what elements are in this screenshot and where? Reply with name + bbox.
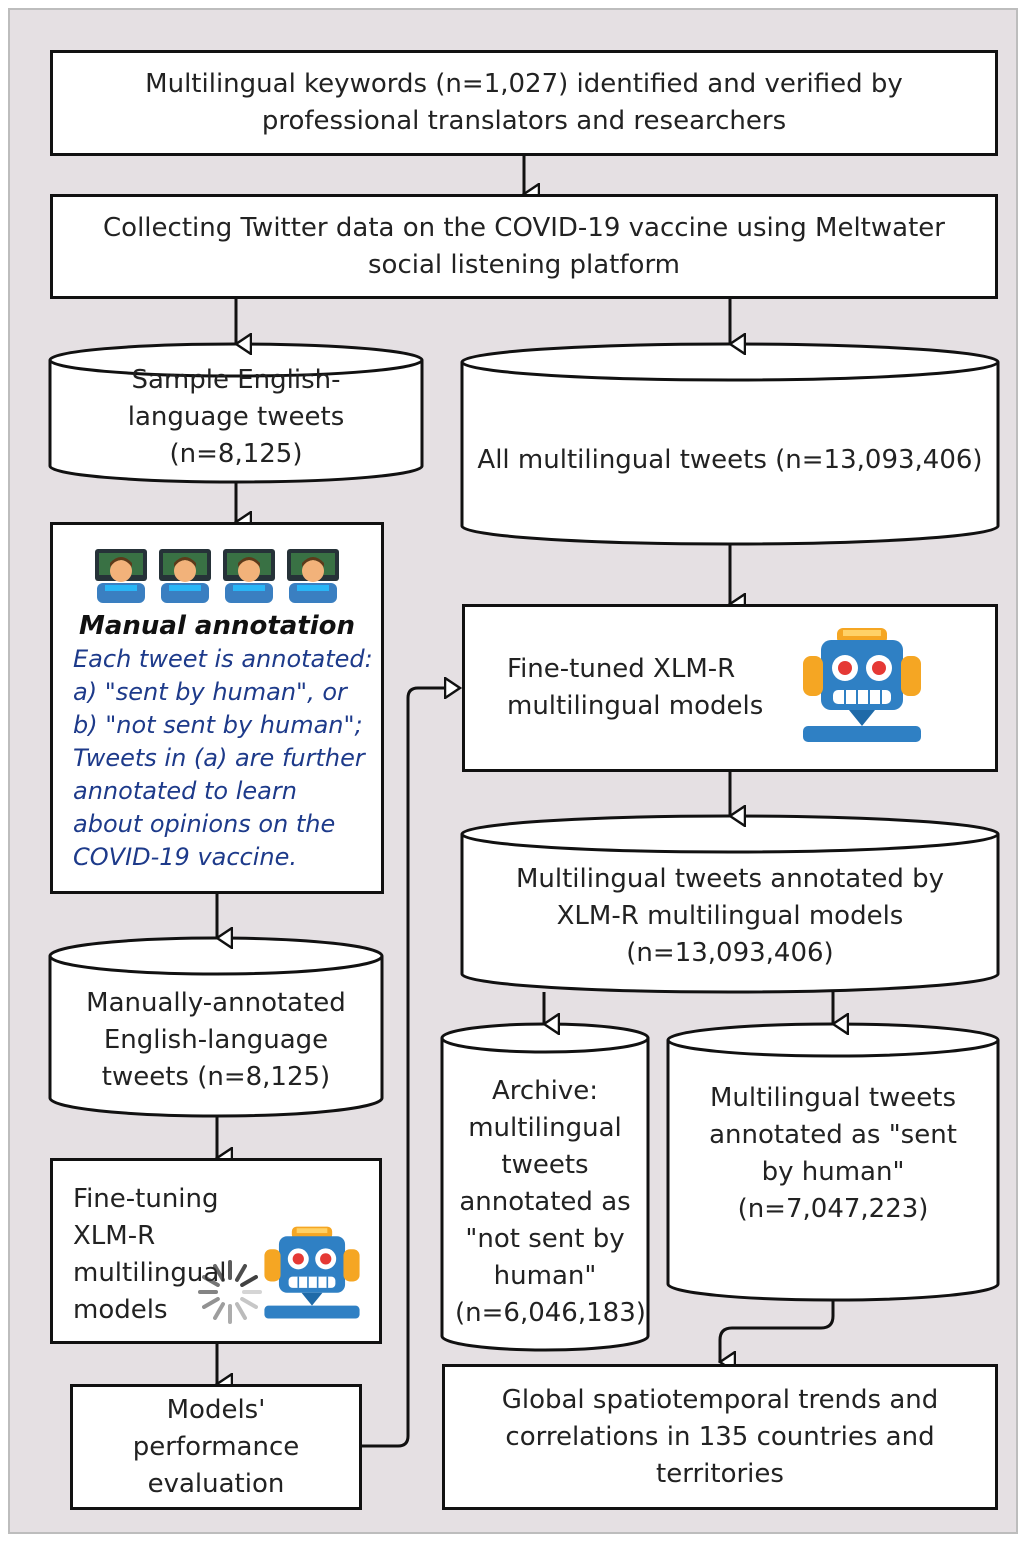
manually-annotated-cylinder-shape-rim xyxy=(48,955,384,976)
archive-cylinder: Archive: multilingual tweets annotated a… xyxy=(442,1062,648,1342)
connector-layer xyxy=(48,156,1000,1448)
all-multilingual-cylinder-shape-rim xyxy=(460,361,1000,382)
fine-tuned-text: Fine-tuned XLM-R multilingual models xyxy=(507,654,764,721)
spinner-tick xyxy=(213,1302,225,1320)
keywords-box: Multilingual keywords (n=1,027) identifi… xyxy=(50,50,998,156)
annotation-line: about opinions on the xyxy=(73,810,336,838)
annotation-line: Tweets in (a) are further xyxy=(73,744,365,772)
spinner-tick xyxy=(202,1297,220,1309)
technologist-icon xyxy=(223,549,275,603)
annotated-by-models-text: Multilingual tweets annotated by XLM-R m… xyxy=(515,863,945,968)
fine-tuning-text: Fine-tuning XLM-R multilingual models xyxy=(73,1184,227,1325)
keywords-text: Multilingual keywords (n=1,027) identifi… xyxy=(145,69,903,136)
performance-box: Models' performance evaluation xyxy=(70,1384,362,1510)
collecting-box: Collecting Twitter data on the COVID-19 … xyxy=(50,194,998,299)
archive-cylinder-shape xyxy=(440,1022,650,1352)
all-multilingual-cylinder: All multilingual tweets (n=13,093,406) xyxy=(462,382,998,538)
performance-text: Models' performance evaluation xyxy=(132,1394,300,1499)
all-multilingual-text: All multilingual tweets (n=13,093,406) xyxy=(477,444,983,475)
spinner-tick xyxy=(235,1264,247,1282)
sample-english-cylinder: Sample English-language tweets (n=8,125) xyxy=(50,362,422,472)
manually-annotated-cylinder: Manually-annotated English-language twee… xyxy=(50,972,382,1108)
technologist-icon xyxy=(287,549,339,603)
global-trends-text: Global spatiotemporal trends and correla… xyxy=(501,1384,939,1489)
annotated-by-models-cylinder-shape xyxy=(460,814,1000,994)
robot-icon xyxy=(803,628,921,742)
arrow-performance-to-finetuned xyxy=(362,688,460,1448)
sample-english-text: Sample English-language tweets (n=8,125) xyxy=(127,364,345,469)
annotated-by-models-cylinder-shape-rim xyxy=(460,833,1000,854)
annotation-line: a) "sent by human", or xyxy=(73,678,347,706)
sample-english-cylinder-shape xyxy=(48,342,424,484)
annotators-row xyxy=(91,545,343,605)
manually-annotated-cylinder-shape xyxy=(48,936,384,1118)
spinner-tick xyxy=(213,1264,225,1282)
spinner-tick xyxy=(240,1275,258,1287)
annotation-line: b) "not sent by human"; xyxy=(73,711,363,739)
manual-annotation-box: Manual annotation Each tweet is annotate… xyxy=(50,522,384,894)
annotation-line: annotated to learn xyxy=(73,777,297,805)
collecting-text: Collecting Twitter data on the COVID-19 … xyxy=(103,212,945,280)
sent-by-human-cylinder-shape xyxy=(666,1022,1000,1302)
archive-text: Archive: multilingual tweets annotated a… xyxy=(455,1075,646,1328)
manual-annotation-title: Manual annotation xyxy=(78,611,356,641)
spinner-tick xyxy=(202,1275,220,1287)
sent-by-human-text: Multilingual tweets annotated as "sent b… xyxy=(709,1083,957,1224)
sent-by-human-cylinder-shape-rim xyxy=(666,1039,1000,1058)
manual-annotation-body: Each tweet is annotated: a) "sent by hum… xyxy=(53,643,373,874)
all-multilingual-cylinder-shape xyxy=(460,342,1000,546)
sent-by-human-cylinder: Multilingual tweets annotated as "sent b… xyxy=(668,1060,998,1260)
annotation-line: COVID-19 vaccine. xyxy=(73,843,298,871)
fine-tuning-box: Fine-tuning XLM-R multilingual models xyxy=(50,1158,382,1344)
arrow-human-to-global xyxy=(720,1300,835,1362)
spinner-tick xyxy=(240,1297,258,1309)
annotation-line: Each tweet is annotated: xyxy=(73,645,373,673)
sample-english-cylinder-shape-rim xyxy=(48,359,424,378)
spinner-tick xyxy=(235,1302,247,1320)
fine-tuned-box: Fine-tuned XLM-R multilingual models xyxy=(462,604,998,772)
annotated-by-models-cylinder: Multilingual tweets annotated by XLM-R m… xyxy=(462,856,998,976)
spinner-wrap xyxy=(195,1257,265,1338)
archive-cylinder-shape-rim xyxy=(440,1037,650,1054)
loading-spinner-icon xyxy=(198,1260,262,1324)
technologist-icon xyxy=(95,549,147,603)
robot-icon xyxy=(264,1226,360,1319)
technologist-icon xyxy=(159,549,211,603)
manually-annotated-text: Manually-annotated English-language twee… xyxy=(86,987,346,1092)
global-trends-box: Global spatiotemporal trends and correla… xyxy=(442,1364,998,1510)
diagram-canvas: Multilingual keywords (n=1,027) identifi… xyxy=(8,8,1018,1534)
